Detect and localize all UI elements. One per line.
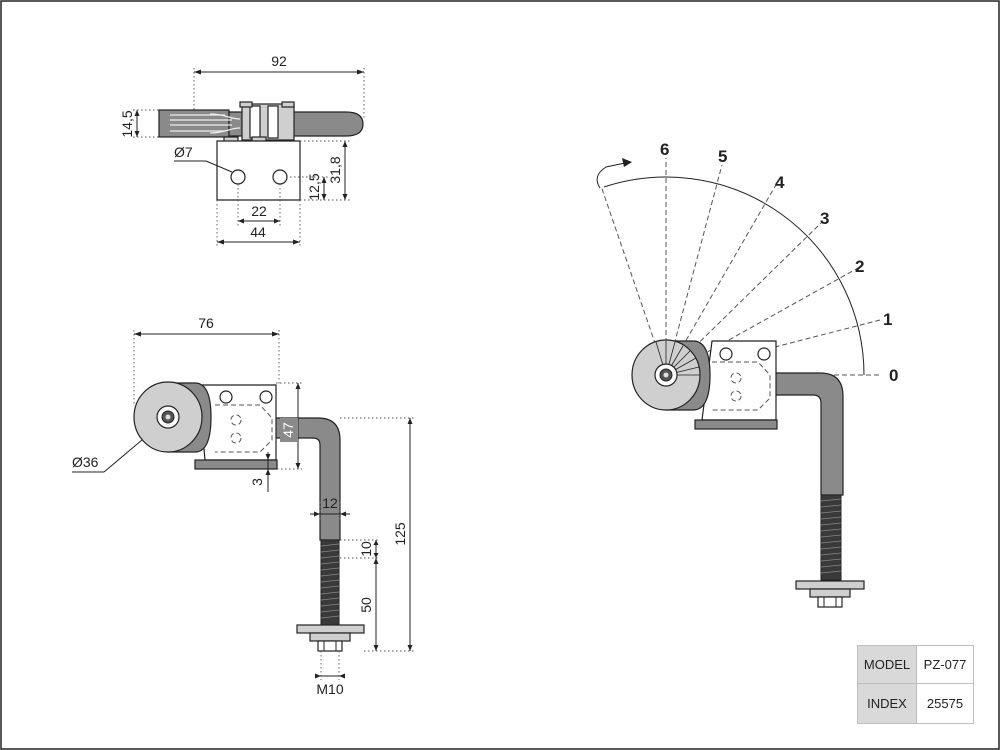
angle-label-3: 3	[820, 209, 829, 228]
dim-plate-height: 31,8	[327, 156, 343, 183]
index-value: 25575	[916, 683, 974, 724]
top-view: 92 14,5 Ø7 31,8	[119, 53, 365, 246]
model-value: PZ-077	[916, 645, 974, 684]
dim-length: 92	[271, 53, 287, 69]
dim-hole-diameter: Ø7	[174, 144, 193, 160]
mount-hole-left	[230, 169, 246, 185]
model-label: MODEL	[857, 645, 917, 684]
dim-plate-width: 44	[250, 224, 266, 240]
dim-width: 76	[198, 315, 214, 331]
angle-label-1: 1	[883, 310, 892, 329]
angle-label-2: 2	[855, 257, 864, 276]
angle-label-4: 4	[775, 173, 785, 192]
dim-plate-thickness: 3	[249, 478, 265, 486]
dim-hole-offset: 12,5	[306, 173, 322, 200]
angle-label-5: 5	[718, 147, 727, 166]
angle-label-0: 0	[889, 366, 898, 385]
dim-bracket-height: 47	[280, 422, 296, 438]
dim-overall-height: 125	[392, 522, 408, 546]
angle-label-6: 6	[660, 140, 669, 159]
index-label: INDEX	[857, 683, 917, 724]
dim-roller-diameter: Ø36	[72, 454, 99, 470]
mount-hole-right	[272, 169, 288, 185]
dim-rod-diameter: 12	[322, 495, 338, 511]
dim-unthreaded: 10	[358, 541, 374, 557]
dim-thread-length: 50	[358, 597, 374, 613]
angle-view: 0 1 2 3 4 5 6	[596, 140, 898, 608]
dim-thread: M10	[316, 681, 343, 697]
dim-hole-spacing: 22	[251, 203, 267, 219]
side-view: 76 Ø36	[72, 315, 414, 697]
dim-thickness: 14,5	[119, 110, 135, 137]
